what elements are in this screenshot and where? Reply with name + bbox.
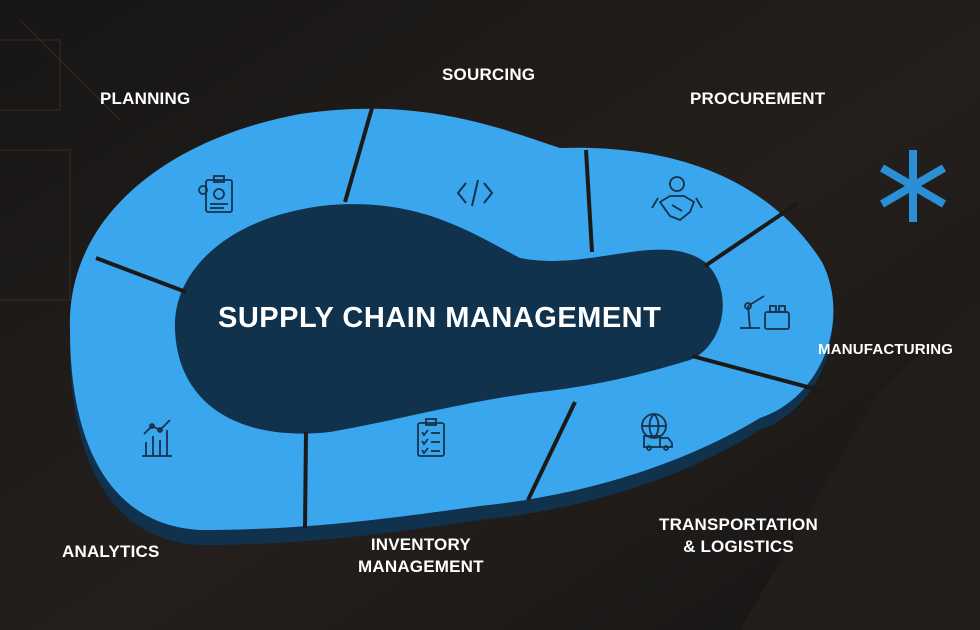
robot-arm-factory-icon [740,295,790,330]
asterisk-icon [879,150,947,222]
planning-clipboard-gear-icon [198,175,233,213]
bar-chart-line-icon [142,419,172,457]
handshake-dollar-icon [651,176,703,222]
diagram-title: SUPPLY CHAIN MANAGEMENT [218,302,662,334]
label-line: PLANNING [100,89,191,108]
label-line: ANALYTICS [62,542,160,561]
label-sourcing: SOURCING [442,64,535,86]
label-line: SOURCING [442,65,536,84]
label-line: MANAGEMENT [358,557,484,576]
label-line: TRANSPORTATION [659,515,818,534]
label-planning: PLANNING [100,88,190,110]
globe-truck-icon [641,413,673,451]
checklist-clipboard-icon [417,418,445,457]
segment-dividers [95,107,831,529]
label-line: & LOGISTICS [683,537,794,556]
code-brackets-icon [456,179,494,207]
background-panels [0,19,980,630]
label-transportation: TRANSPORTATION & LOGISTICS [659,514,818,558]
label-inventory: INVENTORY MANAGEMENT [358,534,484,578]
label-manufacturing: MANUFACTURING [818,339,953,361]
label-procurement: PROCUREMENT [690,88,825,110]
label-line: PROCUREMENT [690,89,826,108]
label-line: MANUFACTURING [818,341,954,358]
label-analytics: ANALYTICS [62,541,160,563]
label-line: INVENTORY [370,535,471,554]
